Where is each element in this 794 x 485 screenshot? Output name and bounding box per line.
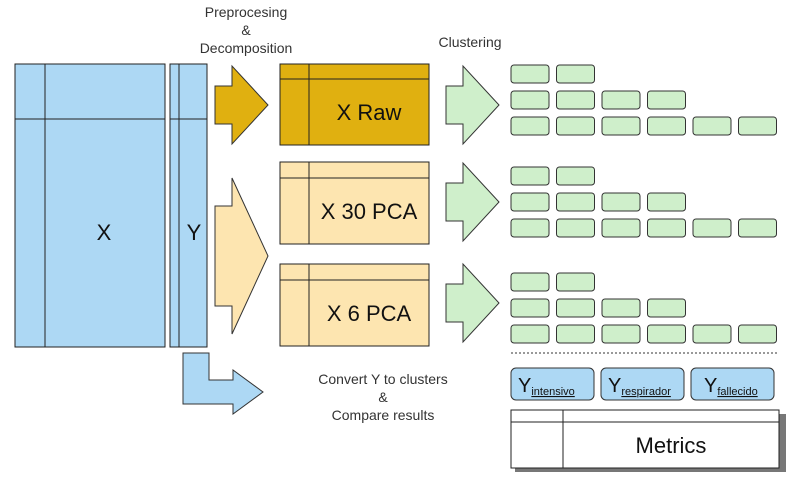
cluster-block	[510, 90, 550, 110]
cluster-block	[556, 298, 595, 318]
svg-text:Yintensivo: Yintensivo	[518, 375, 575, 398]
cluster-block	[692, 116, 732, 136]
dataset-raw-label: X Raw	[337, 100, 402, 125]
cluster-block	[692, 324, 732, 344]
clustering-label: Clustering	[438, 34, 501, 50]
dataset-pca6: X 6 PCA	[279, 263, 430, 347]
target-respirador: Yrespirador	[600, 367, 685, 401]
cluster-block	[601, 90, 641, 110]
svg-text:Yfallecido: Yfallecido	[704, 375, 758, 398]
cluster-block	[601, 192, 641, 212]
cluster-block	[647, 324, 686, 344]
target-intensivo: Yintensivo	[510, 367, 595, 401]
cluster-block	[556, 324, 595, 344]
cluster-block	[692, 218, 732, 238]
cluster-grids	[510, 64, 777, 344]
dataset-raw: X Raw	[279, 63, 430, 146]
cluster-block	[556, 272, 595, 292]
cluster-block	[510, 272, 550, 292]
cluster-block	[738, 218, 777, 238]
arrow-to-raw	[214, 64, 269, 146]
preprocessing-label: Preprocesing & Decomposition	[200, 4, 293, 56]
convert-label: Convert Y to clusters & Compare results	[318, 371, 447, 423]
cluster-block	[556, 166, 595, 186]
clustering-arrow-pca30	[445, 161, 500, 243]
dataset-pca6-label: X 6 PCA	[327, 301, 412, 326]
cluster-block	[556, 64, 595, 84]
clustering-arrow-raw	[445, 64, 500, 146]
cluster-block	[510, 166, 550, 186]
clustering-arrow-pca6	[445, 262, 500, 344]
cluster-block	[647, 90, 686, 110]
cluster-block	[647, 298, 686, 318]
metrics-table: Metrics	[510, 409, 786, 472]
svg-text:Yrespirador: Yrespirador	[608, 375, 671, 398]
cluster-block	[738, 116, 777, 136]
cluster-block	[556, 90, 595, 110]
cluster-block	[510, 192, 550, 212]
cluster-block	[510, 64, 550, 84]
cluster-block	[601, 218, 641, 238]
cluster-block	[510, 116, 550, 136]
dataset-pca30-label: X 30 PCA	[321, 199, 418, 224]
svg-text:Convert Y to clusters: Convert Y to clusters	[318, 371, 447, 387]
cluster-block	[556, 192, 595, 212]
cluster-block	[738, 324, 777, 344]
cluster-block	[510, 298, 550, 318]
x-matrix-label: X	[97, 220, 112, 245]
target-fallecido: Yfallecido	[690, 367, 775, 401]
cluster-block	[647, 192, 686, 212]
svg-text:&: &	[241, 22, 251, 38]
svg-text:&: &	[378, 389, 388, 405]
cluster-block	[510, 218, 550, 238]
dataset-pca30: X 30 PCA	[279, 161, 430, 245]
cluster-block	[601, 116, 641, 136]
arrow-to-pca	[214, 177, 269, 335]
y-vector-label: Y	[187, 220, 202, 245]
cluster-block	[647, 218, 686, 238]
svg-text:Preprocesing: Preprocesing	[205, 4, 288, 20]
metrics-label: Metrics	[636, 433, 707, 458]
convert-arrow	[182, 352, 264, 415]
x-matrix: X	[14, 63, 166, 348]
y-vector: Y	[169, 63, 208, 348]
cluster-block	[601, 324, 641, 344]
svg-text:Decomposition: Decomposition	[200, 40, 293, 56]
cluster-block	[510, 324, 550, 344]
cluster-block	[647, 116, 686, 136]
cluster-block	[556, 218, 595, 238]
cluster-block	[601, 298, 641, 318]
svg-text:Compare results: Compare results	[332, 407, 435, 423]
cluster-block	[556, 116, 595, 136]
